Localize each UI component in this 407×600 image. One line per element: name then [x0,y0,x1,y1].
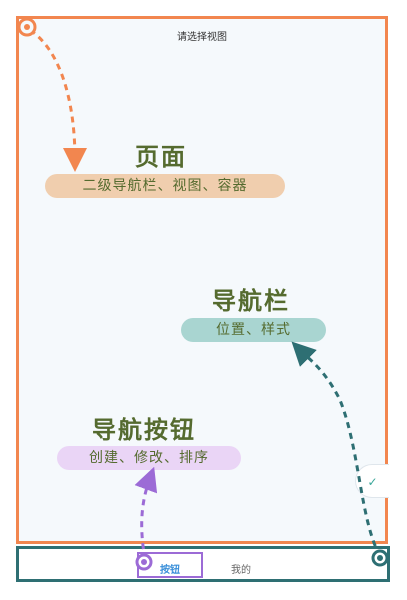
page-arrow [29,28,87,172]
page-section-pill: 二级导航栏、视图、容器 [45,174,285,198]
nav-item-mine[interactable]: 我的 [231,565,251,576]
check-icon: ✓ [367,475,378,489]
navbar-section-title: 导航栏 [212,286,290,315]
nav-button-section-title: 导航按钮 [92,415,196,444]
navbar-arrow [291,341,382,557]
nav-item-button[interactable]: 按钮 [160,565,180,576]
bottom-nav-bar: 按钮 我的 [16,546,390,582]
page-section-title: 页面 [135,142,187,171]
navbar-section-pill: 位置、样式 [181,318,326,342]
page-title: 请选择视图 [177,32,227,43]
nav-button-section-pill: 创建、修改、排序 [57,446,241,470]
nav-button-arrow [134,466,158,561]
